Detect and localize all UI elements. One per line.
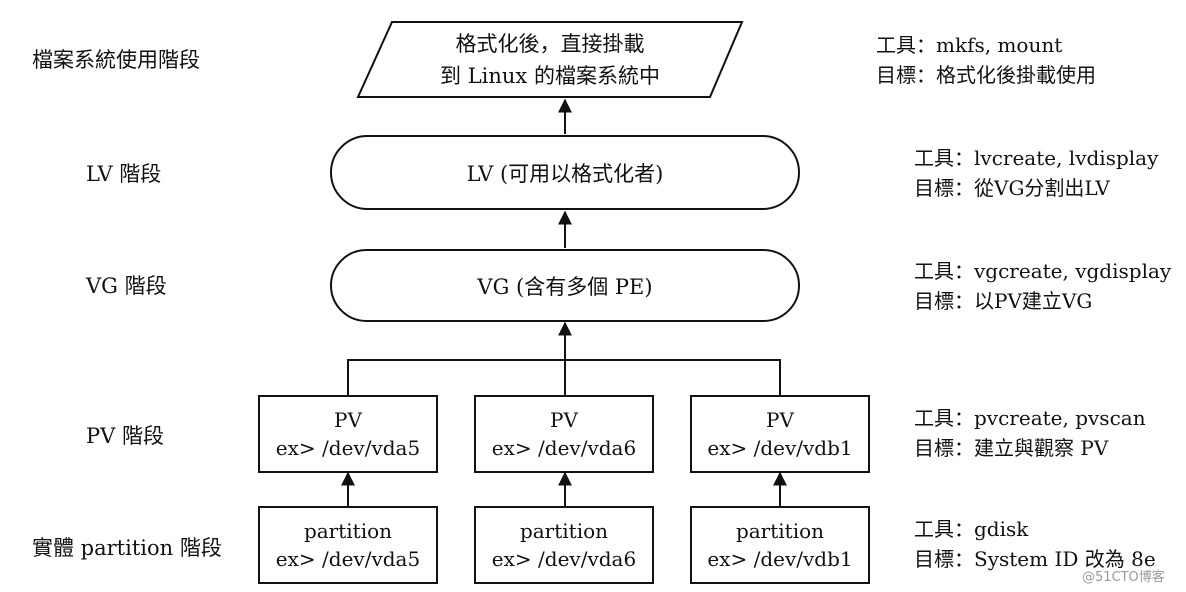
stage-label-lv: LV 階段 xyxy=(86,162,162,186)
partition-box-title: partition xyxy=(303,519,393,543)
lv-node-label: LV (可用以格式化者) xyxy=(466,161,664,186)
vg-node: VG (含有多個 PE) xyxy=(330,249,800,322)
pv-box: PV ex> /dev/vdb1 xyxy=(690,395,870,473)
partition-box: partition ex> /dev/vda6 xyxy=(474,506,654,584)
pv-box-title: PV xyxy=(334,408,362,432)
partition-box: partition ex> /dev/vdb1 xyxy=(690,506,870,584)
note-tool: 工具：pvcreate, pvscan xyxy=(914,406,1146,430)
note-goal: 目標：System ID 改為 8e xyxy=(914,547,1156,571)
filesystem-box-line2: 到 Linux 的檔案系統中 xyxy=(440,64,660,88)
note-tool: 工具：gdisk xyxy=(914,517,1029,541)
note-partition: 工具：gdisk 目標：System ID 改為 8e xyxy=(914,514,1156,574)
pv-box: PV ex> /dev/vda5 xyxy=(258,395,438,473)
stage-label-filesystem: 檔案系統使用階段 xyxy=(32,48,200,72)
note-pv: 工具：pvcreate, pvscan 目標：建立與觀察 PV xyxy=(914,403,1146,463)
note-goal: 目標：以PV建立VG xyxy=(914,289,1093,313)
note-filesystem: 工具：mkfs, mount 目標：格式化後掛載使用 xyxy=(876,30,1096,90)
pv-box-device: ex> /dev/vda6 xyxy=(491,436,637,460)
stage-label-partition: 實體 partition 階段 xyxy=(32,536,222,560)
pv-box: PV ex> /dev/vda6 xyxy=(474,395,654,473)
partition-box-device: ex> /dev/vda5 xyxy=(275,547,421,571)
note-goal: 目標：格式化後掛載使用 xyxy=(876,63,1096,87)
filesystem-box-line1: 格式化後，直接掛載 xyxy=(455,32,645,56)
filesystem-parallelogram xyxy=(356,21,744,98)
note-vg: 工具：vgcreate, vgdisplay 目標：以PV建立VG xyxy=(914,256,1171,316)
lv-node: LV (可用以格式化者) xyxy=(330,135,800,210)
pv-box-title: PV xyxy=(766,408,794,432)
partition-box: partition ex> /dev/vda5 xyxy=(258,506,438,584)
note-tool: 工具：vgcreate, vgdisplay xyxy=(914,259,1172,283)
stage-label-pv: PV 階段 xyxy=(86,424,164,448)
vg-node-label: VG (含有多個 PE) xyxy=(477,274,653,299)
filesystem-box-text: 格式化後，直接掛載 到 Linux 的檔案系統中 xyxy=(380,24,720,96)
partition-box-title: partition xyxy=(519,519,609,543)
pv-box-device: ex> /dev/vdb1 xyxy=(707,436,853,460)
note-tool: 工具：lvcreate, lvdisplay xyxy=(914,146,1159,170)
pv-box-title: PV xyxy=(550,408,578,432)
note-tool: 工具：mkfs, mount xyxy=(876,33,1063,57)
stage-label-vg: VG 階段 xyxy=(86,274,167,298)
partition-box-device: ex> /dev/vda6 xyxy=(491,547,637,571)
note-goal: 目標：從VG分割出LV xyxy=(914,176,1110,200)
note-lv: 工具：lvcreate, lvdisplay 目標：從VG分割出LV xyxy=(914,143,1158,203)
pv-box-device: ex> /dev/vda5 xyxy=(275,436,421,460)
note-goal: 目標：建立與觀察 PV xyxy=(914,436,1109,460)
watermark: @51CTO博客 xyxy=(1082,570,1165,585)
partition-box-device: ex> /dev/vdb1 xyxy=(707,547,853,571)
partition-box-title: partition xyxy=(735,519,825,543)
